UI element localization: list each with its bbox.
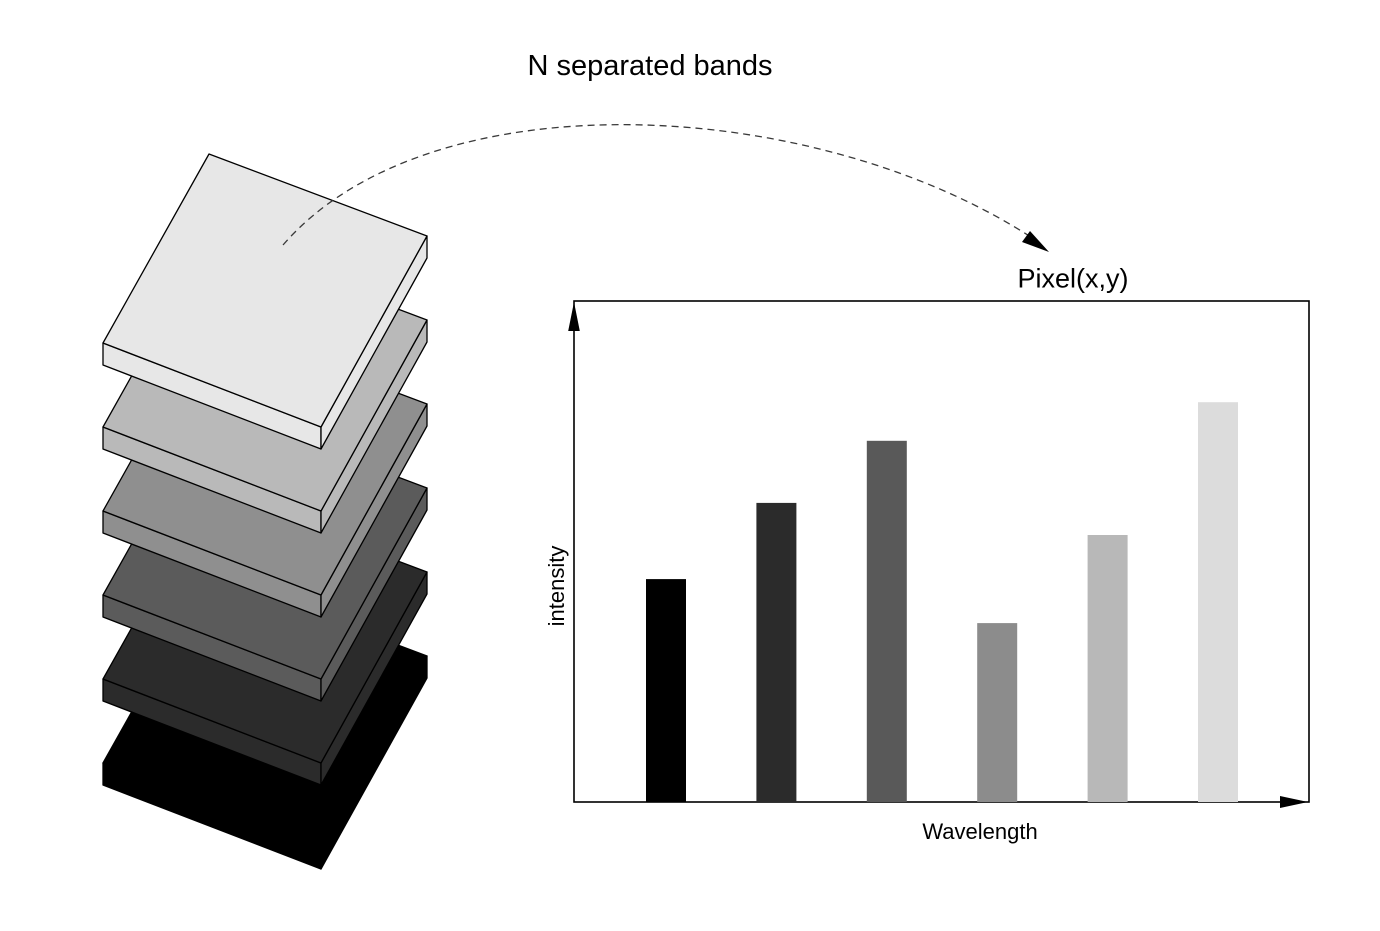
intensity-bar-4 xyxy=(977,623,1018,802)
y-axis-label: intensity xyxy=(544,545,569,627)
band-layer-1 xyxy=(102,153,428,450)
intensity-bar-1 xyxy=(646,579,686,802)
y-axis-arrow-icon xyxy=(568,302,580,331)
x-axis-arrow-icon xyxy=(1280,796,1308,808)
chart-title: Pixel(x,y) xyxy=(1017,263,1129,294)
bar-group xyxy=(646,402,1238,802)
page-title: N separated bands xyxy=(527,50,773,82)
x-axis-label: Wavelength xyxy=(922,819,1038,844)
band-layer-top-face xyxy=(102,153,428,428)
intensity-bar-5 xyxy=(1087,535,1128,802)
chart-frame xyxy=(573,300,1310,803)
flow-arrowhead-icon xyxy=(1022,231,1049,252)
band-stack xyxy=(102,153,428,870)
intensity-bar-3 xyxy=(866,440,907,802)
intensity-bar-2 xyxy=(756,502,797,802)
intensity-bar-6 xyxy=(1198,402,1238,802)
dashed-flow-arrow xyxy=(282,124,1041,246)
